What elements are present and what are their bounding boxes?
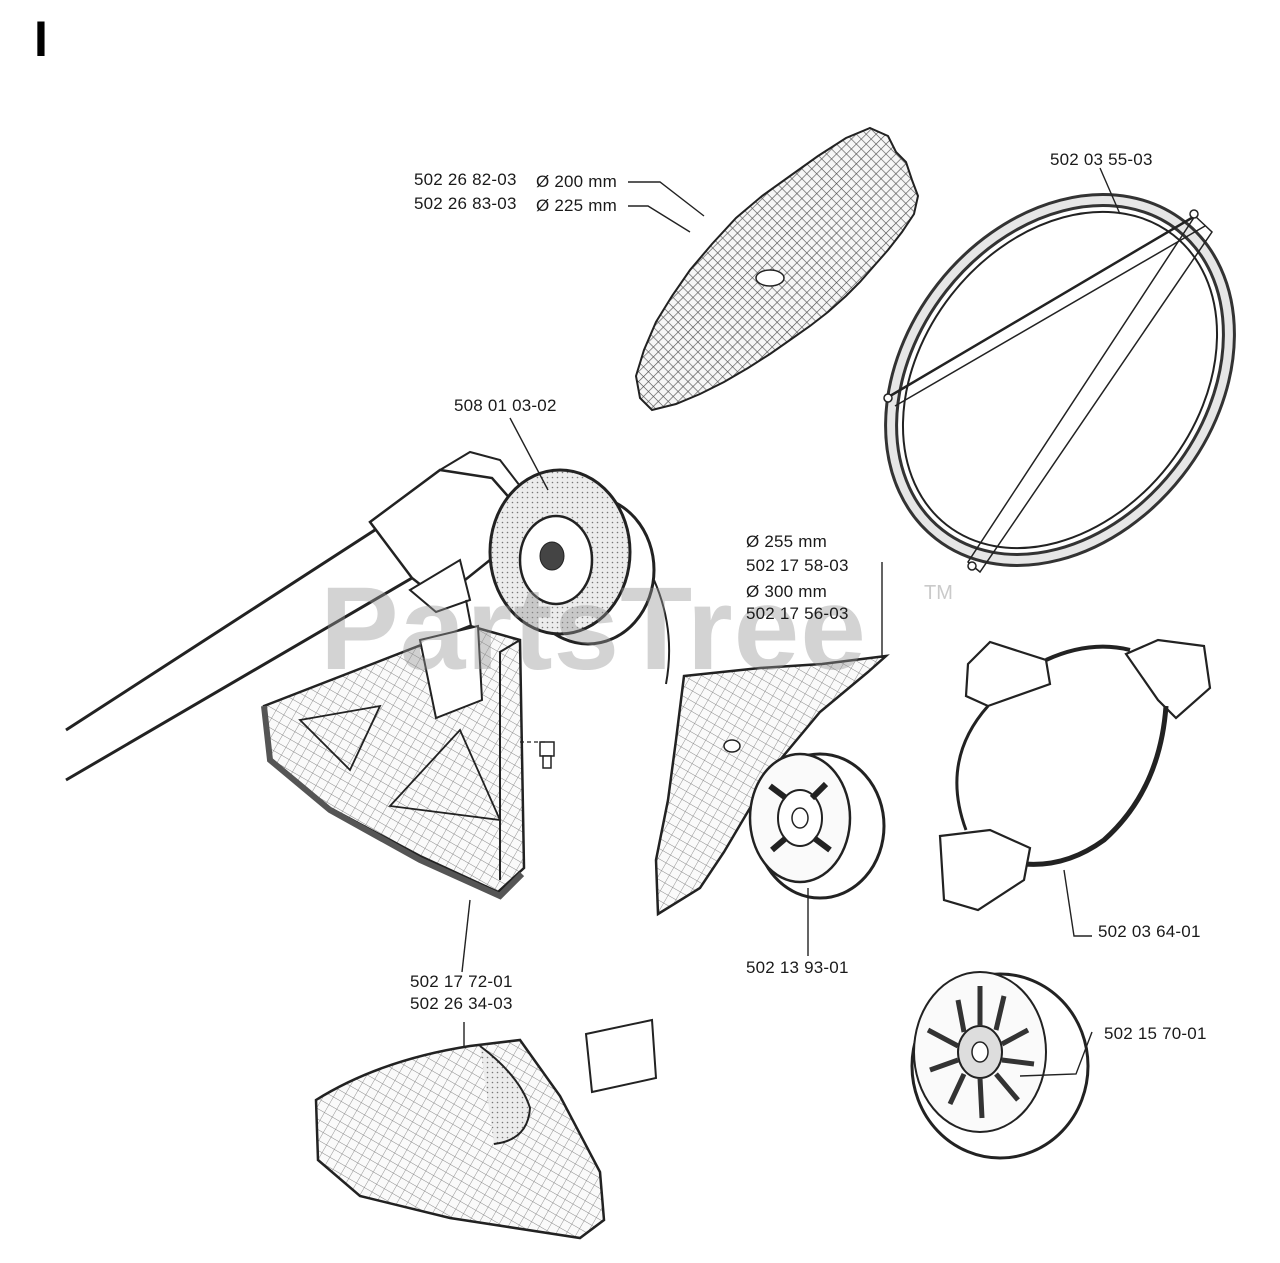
section-letter: I bbox=[34, 11, 48, 67]
harness bbox=[938, 638, 1212, 912]
label-blade-300-part: 502 17 56-03 bbox=[746, 604, 849, 623]
label-blade-255-size: Ø 255 mm bbox=[746, 532, 827, 551]
leader-lines bbox=[461, 167, 1121, 1077]
label-fan-cup: 502 15 70-01 bbox=[1104, 1024, 1207, 1043]
label-guard-ring: 502 03 55-03 bbox=[1050, 150, 1153, 169]
label-blade-225-part: 502 26 83-03 bbox=[414, 194, 517, 213]
label-shield-part-2: 502 26 34-03 bbox=[410, 994, 513, 1013]
fan-cup bbox=[910, 971, 1090, 1160]
saw-blade-200-225 bbox=[634, 126, 920, 412]
trimmer-head bbox=[488, 468, 671, 685]
label-support-cup: 502 13 93-01 bbox=[746, 958, 849, 977]
label-blade-255-part: 502 17 58-03 bbox=[746, 556, 849, 575]
guard-ring bbox=[883, 193, 1236, 574]
cutting-shield bbox=[261, 624, 555, 900]
label-harness: 502 03 64-01 bbox=[1098, 922, 1201, 941]
support-cup bbox=[748, 752, 886, 900]
shield-bottom bbox=[314, 1018, 658, 1240]
label-blade-200-size: Ø 200 mm bbox=[536, 172, 617, 191]
label-shield-part-1: 502 17 72-01 bbox=[410, 972, 513, 991]
label-blade-200-part: 502 26 82-03 bbox=[414, 170, 517, 189]
label-blade-300-size: Ø 300 mm bbox=[746, 582, 827, 601]
watermark-trademark: TM bbox=[924, 582, 953, 604]
trimmer-shaft bbox=[65, 450, 522, 782]
label-blade-225-size: Ø 225 mm bbox=[536, 196, 617, 215]
label-trimmer-head: 508 01 03-02 bbox=[454, 396, 557, 415]
